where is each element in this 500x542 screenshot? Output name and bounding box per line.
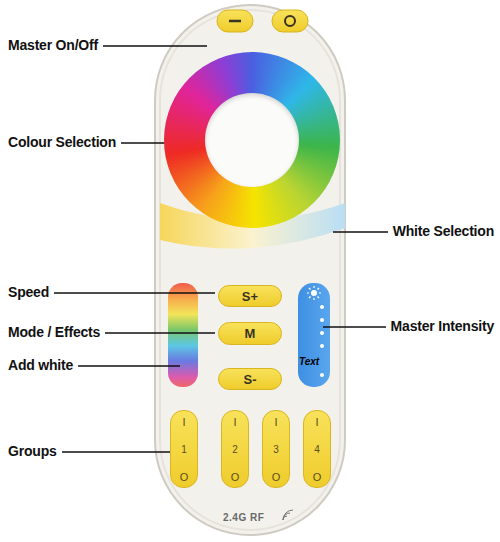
wheel-centre: [205, 93, 299, 187]
group-symbol: O: [313, 472, 322, 483]
callout-label: Speed: [8, 284, 49, 300]
group-symbol: I: [182, 417, 185, 428]
callout-label: Add white: [8, 357, 73, 373]
callout-label: Mode / Effects: [8, 324, 100, 340]
group-number: 4: [314, 445, 320, 455]
remote-housing: 2.4G RF S+ M TextS- I 1O I 2O I 3O I 4O: [155, 5, 345, 535]
group-number: 3: [273, 445, 279, 455]
on-button: [272, 10, 308, 32]
rainbow-slider: [168, 283, 198, 387]
speed-down-button: S-: [218, 368, 282, 390]
group-symbol: O: [231, 472, 240, 483]
remote-rim: [160, 10, 340, 530]
leader-line: [323, 326, 386, 328]
intensity-slider: [298, 283, 330, 387]
group-button: I 3O: [262, 410, 290, 488]
button-label: S+: [242, 289, 258, 304]
wifi-icon: [283, 510, 293, 520]
on-symbol: [285, 16, 295, 26]
callout-label: Colour Selection: [8, 134, 116, 150]
frequency-label: 2.4G RF: [223, 512, 264, 523]
callout-label: Master Intensity: [391, 318, 494, 334]
mode-button: M: [218, 322, 282, 345]
speed-up-button: S+: [218, 285, 282, 307]
remote-body: [155, 5, 345, 535]
button-label: M: [245, 326, 256, 341]
group-symbol: I: [274, 417, 277, 428]
callout-label: White Selection: [393, 223, 494, 239]
intensity-slider: Text: [298, 283, 330, 387]
group-button: I 2O: [221, 410, 249, 488]
off-button: [217, 10, 253, 32]
group-symbol: O: [180, 472, 189, 483]
slider-text: Text: [299, 356, 319, 367]
callout-label: Groups: [8, 443, 57, 459]
leader-line: [103, 45, 207, 47]
leader-line: [54, 292, 215, 294]
sun-rays: [307, 286, 321, 300]
group-button: I 4O: [303, 410, 331, 488]
leader-line: [105, 332, 215, 334]
leader-line: [62, 451, 172, 453]
group-number: 1: [181, 445, 187, 455]
off-symbol: [229, 20, 241, 23]
button-label: S-: [244, 372, 257, 387]
group-number: 2: [232, 445, 238, 455]
leader-line: [78, 365, 180, 367]
sun-icon: [311, 290, 317, 296]
group-symbol: I: [315, 417, 318, 428]
leader-line: [333, 231, 388, 233]
intensity-dots: [320, 305, 324, 377]
group-button: I 1O: [170, 410, 198, 488]
leader-lines: [54, 46, 388, 452]
group-symbol: I: [233, 417, 236, 428]
callout-label: Master On/Off: [8, 37, 98, 53]
group-symbol: O: [272, 472, 281, 483]
